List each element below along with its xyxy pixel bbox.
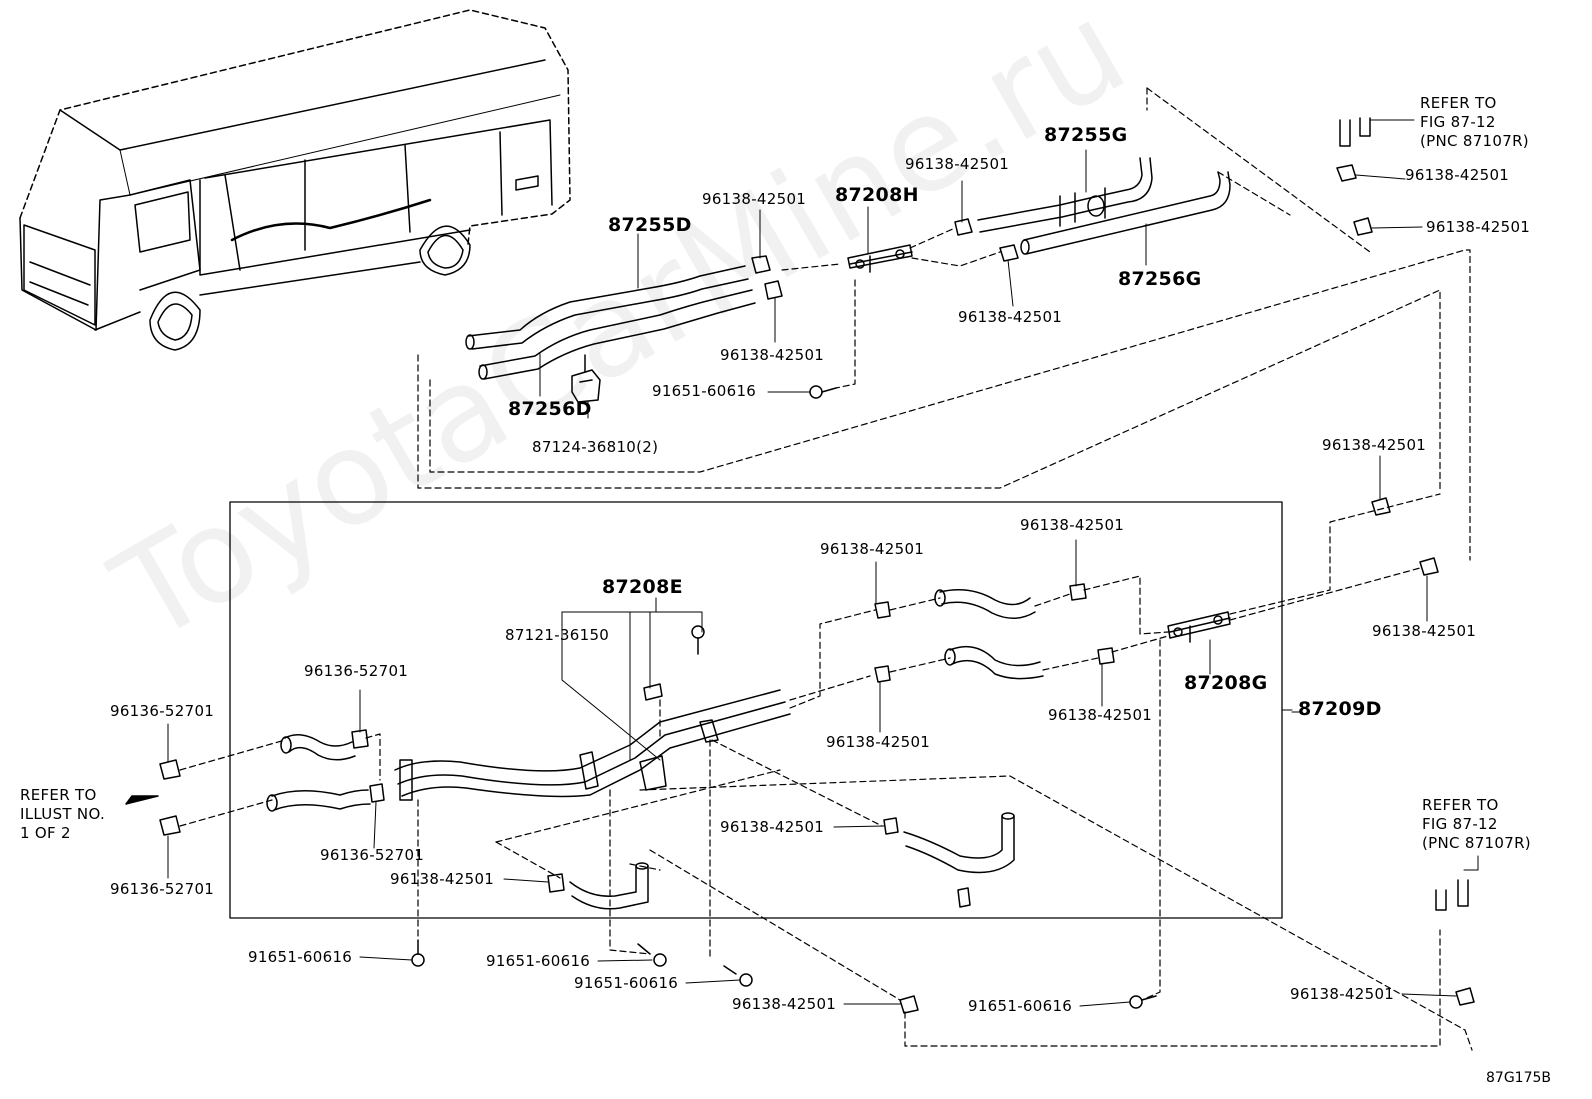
label-clamp-i: 96138-42501: [820, 540, 925, 558]
label-87209D: 87209D: [1298, 698, 1382, 720]
label-bolt-d: 91651-60616: [574, 974, 679, 992]
label-87208H: 87208H: [835, 184, 919, 206]
clamp-top-3: [954, 218, 973, 236]
hose-lower-right: [903, 812, 1015, 874]
pipe-87256G: [1020, 171, 1231, 255]
clamp-small-left-b: [159, 815, 181, 836]
clamp-b2: [1455, 987, 1475, 1006]
label-clamp-o: 96138-42501: [732, 995, 837, 1013]
note-refer-fig-top: REFER TO FIG 87-12 (PNC 87107R): [1420, 94, 1529, 150]
label-87256G: 87256G: [1118, 268, 1202, 290]
connector-87208G: [1167, 611, 1231, 643]
label-clamp-small-a: 96136-52701: [304, 662, 409, 680]
label-clamp-e: 96138-42501: [1405, 166, 1510, 184]
pipe-bundle-87208E: [394, 689, 791, 801]
clamp-mid-3: [874, 665, 891, 683]
label-clamp-small-d: 96136-52701: [110, 880, 215, 898]
label-clamp-f: 96138-42501: [1426, 218, 1531, 236]
clamp-low-3: [957, 887, 971, 908]
clamp-top-2: [764, 280, 783, 300]
label-bolt-c: 91651-60616: [486, 952, 591, 970]
label-87255G: 87255G: [1044, 124, 1128, 146]
clamp-low-1: [883, 817, 899, 835]
bus-illustration: [19, 9, 571, 351]
label-clamp-m: 96138-42501: [720, 818, 825, 836]
bolt-b2: [637, 943, 667, 967]
label-87208G: 87208G: [1184, 672, 1268, 694]
bolt-top: [809, 385, 837, 399]
hose-lower-left: [569, 862, 649, 910]
label-clamp-b: 96138-42501: [720, 346, 825, 364]
label-87255D: 87255D: [608, 214, 692, 236]
hose-mid-upper: [934, 589, 1036, 619]
clamp-small-2: [369, 783, 385, 803]
hose-left-lower: [266, 789, 371, 812]
pipe-87255D: [465, 265, 749, 350]
label-clamp-a: 96138-42501: [702, 190, 807, 208]
label-clamp-g: 96138-42501: [1322, 436, 1427, 454]
label-clamp-h: 96138-42501: [1020, 516, 1125, 534]
label-clamp-j: 96138-42501: [1372, 622, 1477, 640]
clamp-b1: [899, 995, 919, 1014]
label-clamp-small-c: 96136-52701: [320, 846, 425, 864]
label-bolt-b: 91651-60616: [248, 948, 353, 966]
clamp-right-1: [1371, 497, 1391, 516]
label-clamp-c: 96138-42501: [905, 155, 1010, 173]
label-bracket: 87121-36150: [505, 626, 610, 644]
bracket-small: [643, 683, 663, 701]
clamp-right-2: [1419, 557, 1439, 576]
label-clamp-p: 96138-42501: [1290, 985, 1395, 1003]
label-clamp-k: 96138-42501: [1048, 706, 1153, 724]
bolt-b3: [723, 965, 753, 987]
clamp-top-4: [999, 244, 1019, 262]
pipe-87256D: [478, 289, 756, 380]
label-clamp-small-b: 96136-52701: [110, 702, 215, 720]
note-refer-fig-bottom: REFER TO FIG 87-12 (PNC 87107R): [1422, 796, 1531, 852]
hose-mid-lower: [944, 645, 1044, 680]
label-bolt-e: 91651-60616: [968, 997, 1073, 1015]
label-clamp-d: 96138-42501: [958, 308, 1063, 326]
bolt-mid: [691, 625, 705, 655]
clamp-mid-1: [874, 601, 891, 619]
arrow-left: [125, 795, 159, 805]
label-87256D: 87256D: [508, 398, 592, 420]
clamp-low-2: [547, 873, 565, 893]
clamp-top-1: [751, 255, 771, 274]
label-bolt-a: 91651-60616: [652, 382, 757, 400]
hose-left-upper: [280, 734, 356, 761]
pipe-87255G: [977, 157, 1153, 233]
bolt-b4: [1129, 995, 1157, 1009]
clamp-mid-4: [1097, 647, 1115, 665]
connector-87208H: [847, 244, 913, 273]
label-clamp-l: 96138-42501: [826, 733, 931, 751]
clamp-small-1: [351, 729, 369, 749]
clamp-mid-2: [1069, 583, 1087, 601]
bolt-b1: [411, 939, 425, 967]
label-87208E: 87208E: [602, 576, 683, 598]
clamp-small-left-a: [159, 759, 181, 780]
note-refer-illust: REFER TO ILLUST NO. 1 OF 2: [20, 786, 106, 842]
label-clamp-holder: 87124-36810(2): [532, 438, 659, 456]
label-clamp-n: 96138-42501: [390, 870, 495, 888]
figure-id: 87G175B: [1486, 1070, 1551, 1086]
clamp-holder: [571, 369, 601, 403]
